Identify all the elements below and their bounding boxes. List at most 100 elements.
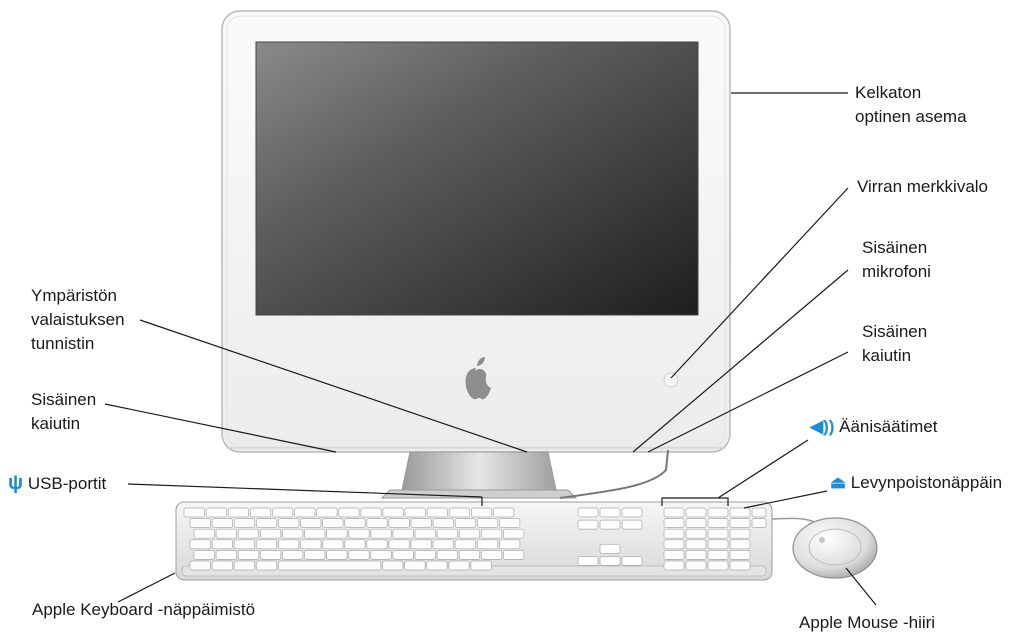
keyboard-key <box>437 529 458 538</box>
keyboard-key <box>349 550 370 559</box>
keyboard-key <box>323 540 344 549</box>
keyboard-key <box>295 508 316 517</box>
keyboard-key <box>622 508 642 517</box>
keyboard-key <box>278 561 381 570</box>
keyboard-key <box>371 529 392 538</box>
label-usb-text: USB-portit <box>28 472 106 496</box>
keyboard-key <box>427 561 448 570</box>
keyboard-key <box>323 519 344 528</box>
keyboard-key <box>503 529 524 538</box>
keyboard-key <box>449 508 470 517</box>
keyboard-key <box>415 529 436 538</box>
label-optical-drive: Kelkaton optinen asema <box>855 81 967 129</box>
usb-icon: ψ <box>8 471 23 495</box>
keyboard-key <box>493 508 514 517</box>
keyboard-key <box>686 550 706 559</box>
keyboard-key <box>260 550 281 559</box>
keyboard-key <box>212 540 233 549</box>
keyboard-key <box>471 508 492 517</box>
keyboard-key <box>622 556 642 565</box>
keyboard-key <box>272 508 293 517</box>
keyboard-key <box>686 519 706 528</box>
keyboard-key <box>600 544 620 553</box>
keyboard-key <box>216 550 237 559</box>
keyboard-key <box>278 540 299 549</box>
keyboard-key <box>730 550 750 559</box>
keyboard-key <box>481 529 502 538</box>
keyboard-key <box>411 519 432 528</box>
keyboard-key <box>393 529 414 538</box>
keyboard-key <box>349 529 370 538</box>
label-speaker-right-line1: Sisäinen <box>862 320 927 344</box>
imac-stand <box>382 452 576 498</box>
keyboard-key <box>305 529 326 538</box>
keyboard-key <box>194 529 215 538</box>
keyboard-key <box>499 540 520 549</box>
keyboard-key <box>371 550 392 559</box>
keyboard-key <box>499 519 520 528</box>
keyboard-key <box>212 519 233 528</box>
keyboard-key <box>411 540 432 549</box>
label-ambient-line3: tunnistin <box>31 332 125 356</box>
keyboard-key <box>305 550 326 559</box>
keyboard-key <box>228 508 249 517</box>
keyboard-key <box>427 508 448 517</box>
leader-mouse <box>846 568 876 605</box>
keyboard-key <box>405 508 426 517</box>
keyboard-key <box>433 540 454 549</box>
keyboard-key <box>256 540 277 549</box>
label-internal-mic-line1: Sisäinen <box>862 236 931 260</box>
keyboard-key <box>600 556 620 565</box>
label-speaker-left: Sisäinen kaiutin <box>31 388 96 436</box>
keyboard-key <box>383 561 404 570</box>
keyboard-key <box>190 540 211 549</box>
leader-eject <box>744 491 827 508</box>
label-optical-drive-line1: Kelkaton <box>855 81 967 105</box>
keyboard-key <box>449 561 470 570</box>
keyboard-key <box>260 529 281 538</box>
label-keyboard: Apple Keyboard -näppäimistö <box>32 598 255 622</box>
label-ambient-light-sensor: Ympäristön valaistuksen tunnistin <box>31 284 125 356</box>
keyboard-key <box>730 529 750 538</box>
keyboard-key <box>730 561 750 570</box>
keyboard-key <box>361 508 382 517</box>
label-optical-drive-line2: optinen asema <box>855 105 967 129</box>
keyboard-key <box>389 519 410 528</box>
keyboard-key <box>327 550 348 559</box>
keyboard-key <box>730 540 750 549</box>
keyboard-key <box>234 519 255 528</box>
power-indicator-light <box>664 373 678 387</box>
keyboard-key <box>664 508 684 517</box>
keyboard-key <box>664 561 684 570</box>
keyboard-key <box>578 508 598 517</box>
keyboard-key <box>752 519 766 528</box>
keyboard-key <box>730 508 750 517</box>
keyboard-key <box>405 561 426 570</box>
keyboard-key <box>708 540 728 549</box>
keyboard-key <box>622 520 642 529</box>
speaker-icon: ◀)) <box>810 415 834 439</box>
keyboard-key <box>234 561 255 570</box>
label-mouse: Apple Mouse -hiiri <box>799 611 935 635</box>
keyboard-key <box>278 519 299 528</box>
keyboard-key <box>238 550 259 559</box>
keyboard-key <box>459 550 480 559</box>
keyboard-key <box>238 529 259 538</box>
keyboard-key <box>455 540 476 549</box>
keyboard-key <box>317 508 338 517</box>
keyboard-key <box>212 561 233 570</box>
label-speaker-right: Sisäinen kaiutin <box>862 320 927 368</box>
keyboard-key <box>282 550 303 559</box>
label-volume-text: Äänisäätimet <box>839 415 937 439</box>
label-speaker-left-line1: Sisäinen <box>31 388 96 412</box>
keyboard-key <box>471 561 492 570</box>
label-eject-text: Levynpoistonäppäin <box>851 471 1002 495</box>
keyboard-key <box>578 520 598 529</box>
keyboard-key <box>433 519 454 528</box>
keyboard-key <box>190 519 211 528</box>
leader-volume <box>718 440 808 498</box>
keyboard-key <box>389 540 410 549</box>
keyboard-key <box>301 540 322 549</box>
keyboard-key <box>752 508 766 517</box>
keyboard-key <box>664 519 684 528</box>
